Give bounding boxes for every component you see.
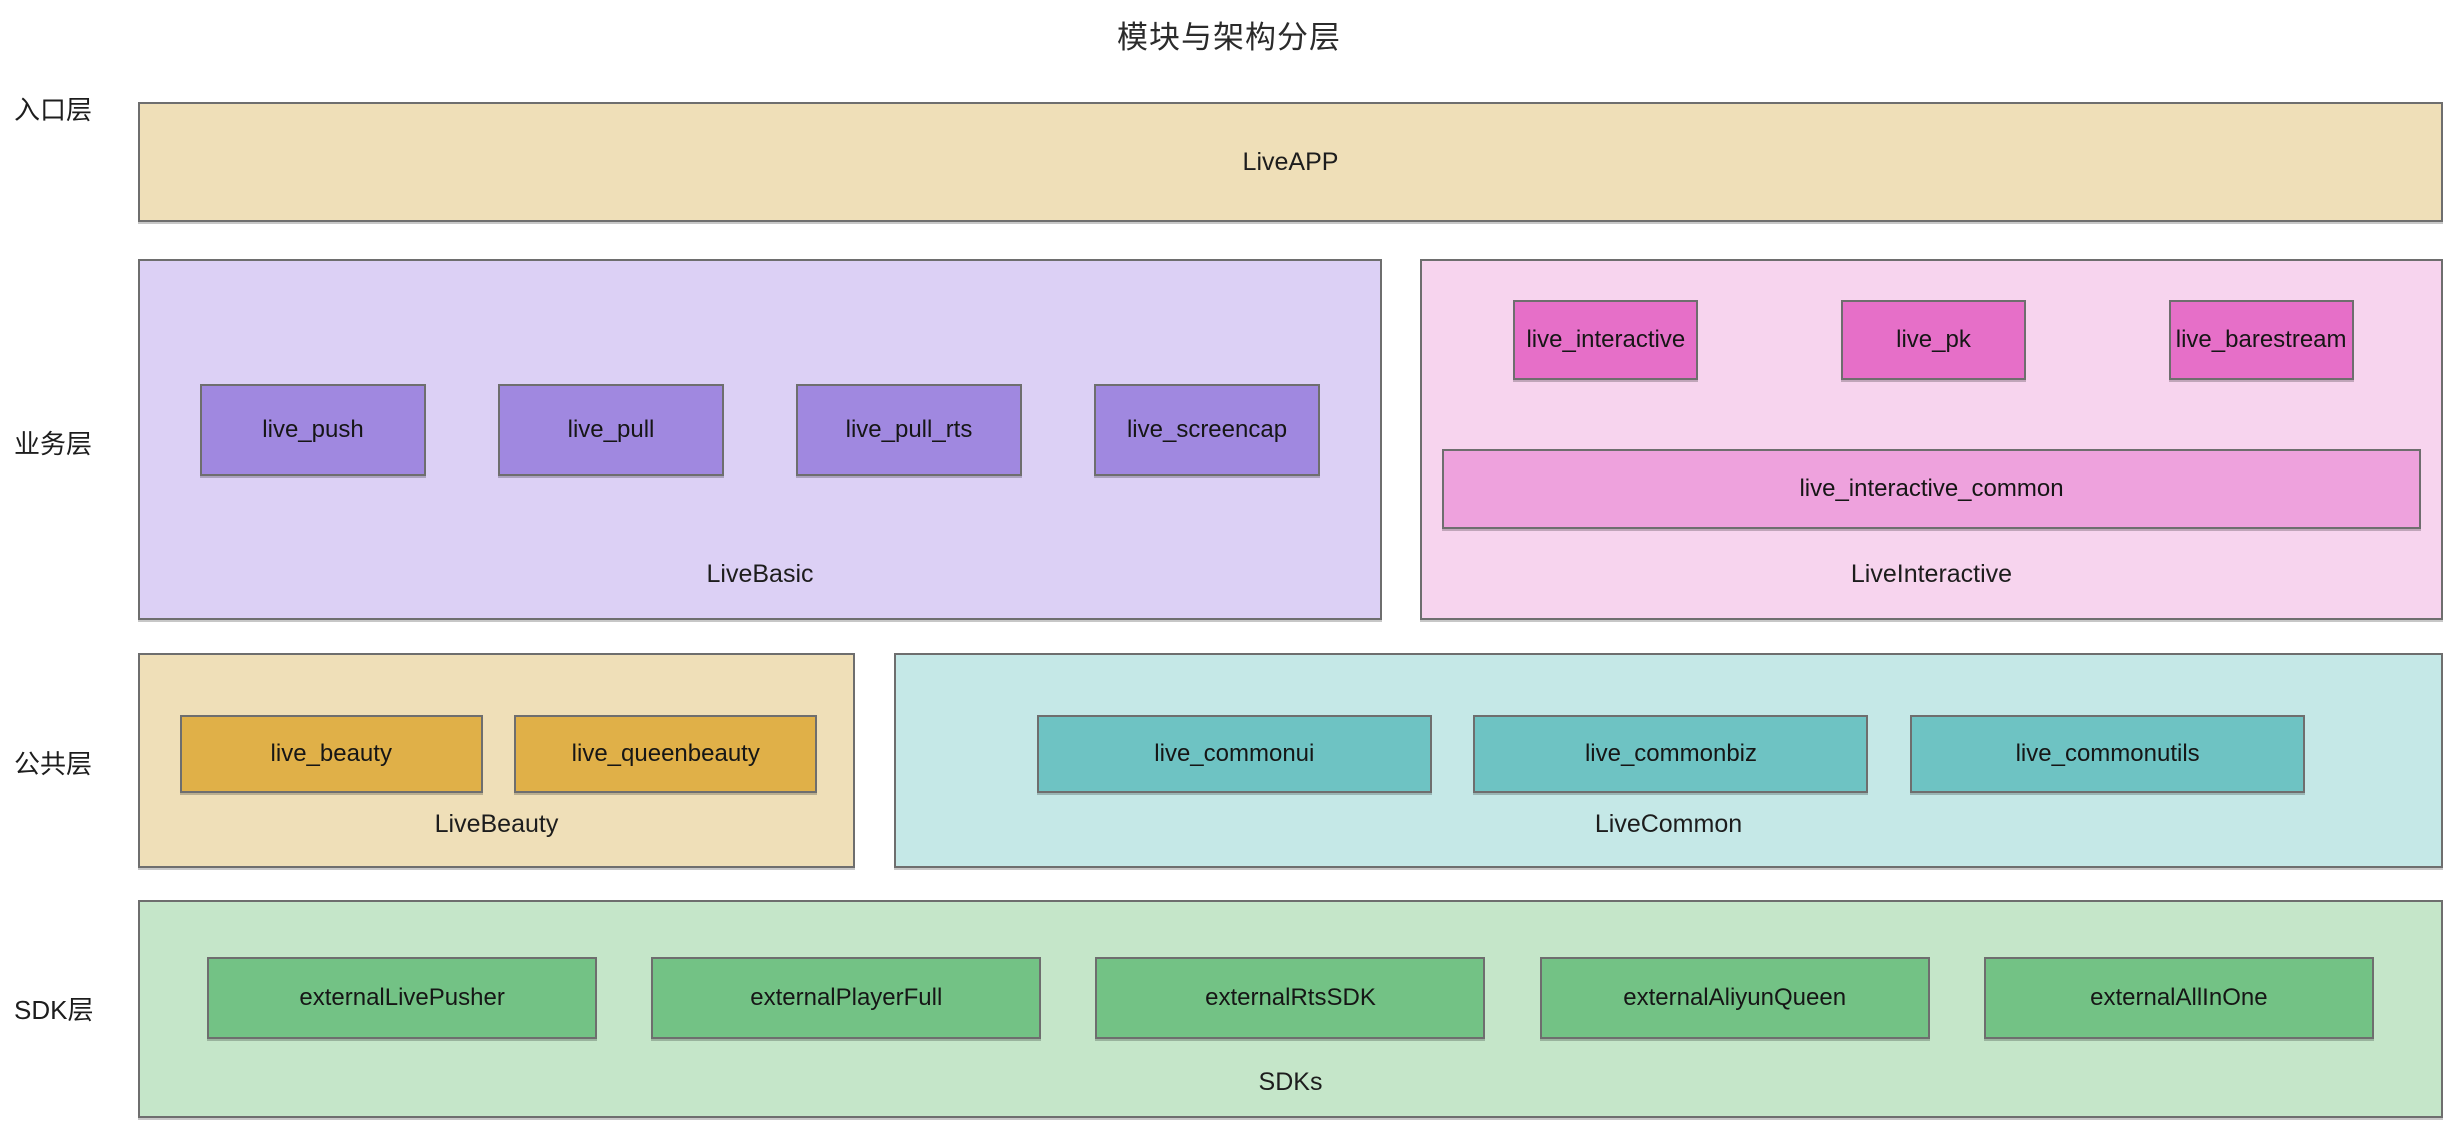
module-external-rts-sdk[interactable]: externalRtsSDK [1095, 957, 1486, 1039]
group-live-common[interactable]: live_commonui live_commonbiz live_common… [894, 653, 2443, 868]
layer-label-business: 业务层 [14, 429, 93, 459]
module-external-player-full[interactable]: externalPlayerFull [651, 957, 1042, 1039]
module-live-pull-rts[interactable]: live_pull_rts [796, 384, 1022, 476]
group-caption-live-common: LiveCommon [1594, 810, 1743, 838]
group-caption-live-beauty: LiveBeauty [434, 810, 559, 838]
group-live-beauty[interactable]: live_beauty live_queenbeauty LiveBeauty [138, 653, 855, 868]
module-live-push[interactable]: live_push [200, 384, 426, 476]
module-live-pk[interactable]: live_pk [1840, 300, 2026, 380]
group-caption-live-interactive: LiveInteractive [1850, 560, 2013, 588]
page-title: 模块与架构分层 [1117, 20, 1341, 55]
module-live-interactive[interactable]: live_interactive [1513, 300, 1699, 380]
module-live-commonui[interactable]: live_commonui [1036, 715, 1432, 793]
module-live-barestream[interactable]: live_barestream [2168, 300, 2354, 380]
module-live-commonbiz[interactable]: live_commonbiz [1473, 715, 1869, 793]
layer-label-sdk: SDK层 [14, 995, 94, 1025]
module-live-interactive-common[interactable]: live_interactive_common [1442, 449, 2421, 529]
group-live-interactive[interactable]: live_interactive live_pk live_barestream… [1420, 259, 2443, 620]
group-caption-sdks: SDKs [1258, 1068, 1323, 1096]
group-sdks[interactable]: externalLivePusher externalPlayerFull ex… [138, 900, 2443, 1118]
layer-label-entry: 入口层 [14, 95, 93, 125]
group-caption-live-basic: LiveBasic [706, 560, 814, 588]
group-caption-live-app: LiveAPP [1242, 148, 1339, 176]
module-external-all-in-one[interactable]: externalAllInOne [1983, 957, 2374, 1039]
group-live-basic[interactable]: live_push live_pull live_pull_rts live_s… [138, 259, 1382, 620]
module-live-beauty[interactable]: live_beauty [179, 715, 483, 793]
group-live-app[interactable]: LiveAPP [138, 102, 2443, 222]
layer-label-public: 公共层 [14, 749, 93, 779]
module-external-aliyun-queen[interactable]: externalAliyunQueen [1539, 957, 1930, 1039]
module-live-pull[interactable]: live_pull [498, 384, 724, 476]
module-live-screencap[interactable]: live_screencap [1094, 384, 1320, 476]
module-external-live-pusher[interactable]: externalLivePusher [207, 957, 598, 1039]
module-live-queenbeauty[interactable]: live_queenbeauty [514, 715, 818, 793]
module-live-commonutils[interactable]: live_commonutils [1910, 715, 2306, 793]
